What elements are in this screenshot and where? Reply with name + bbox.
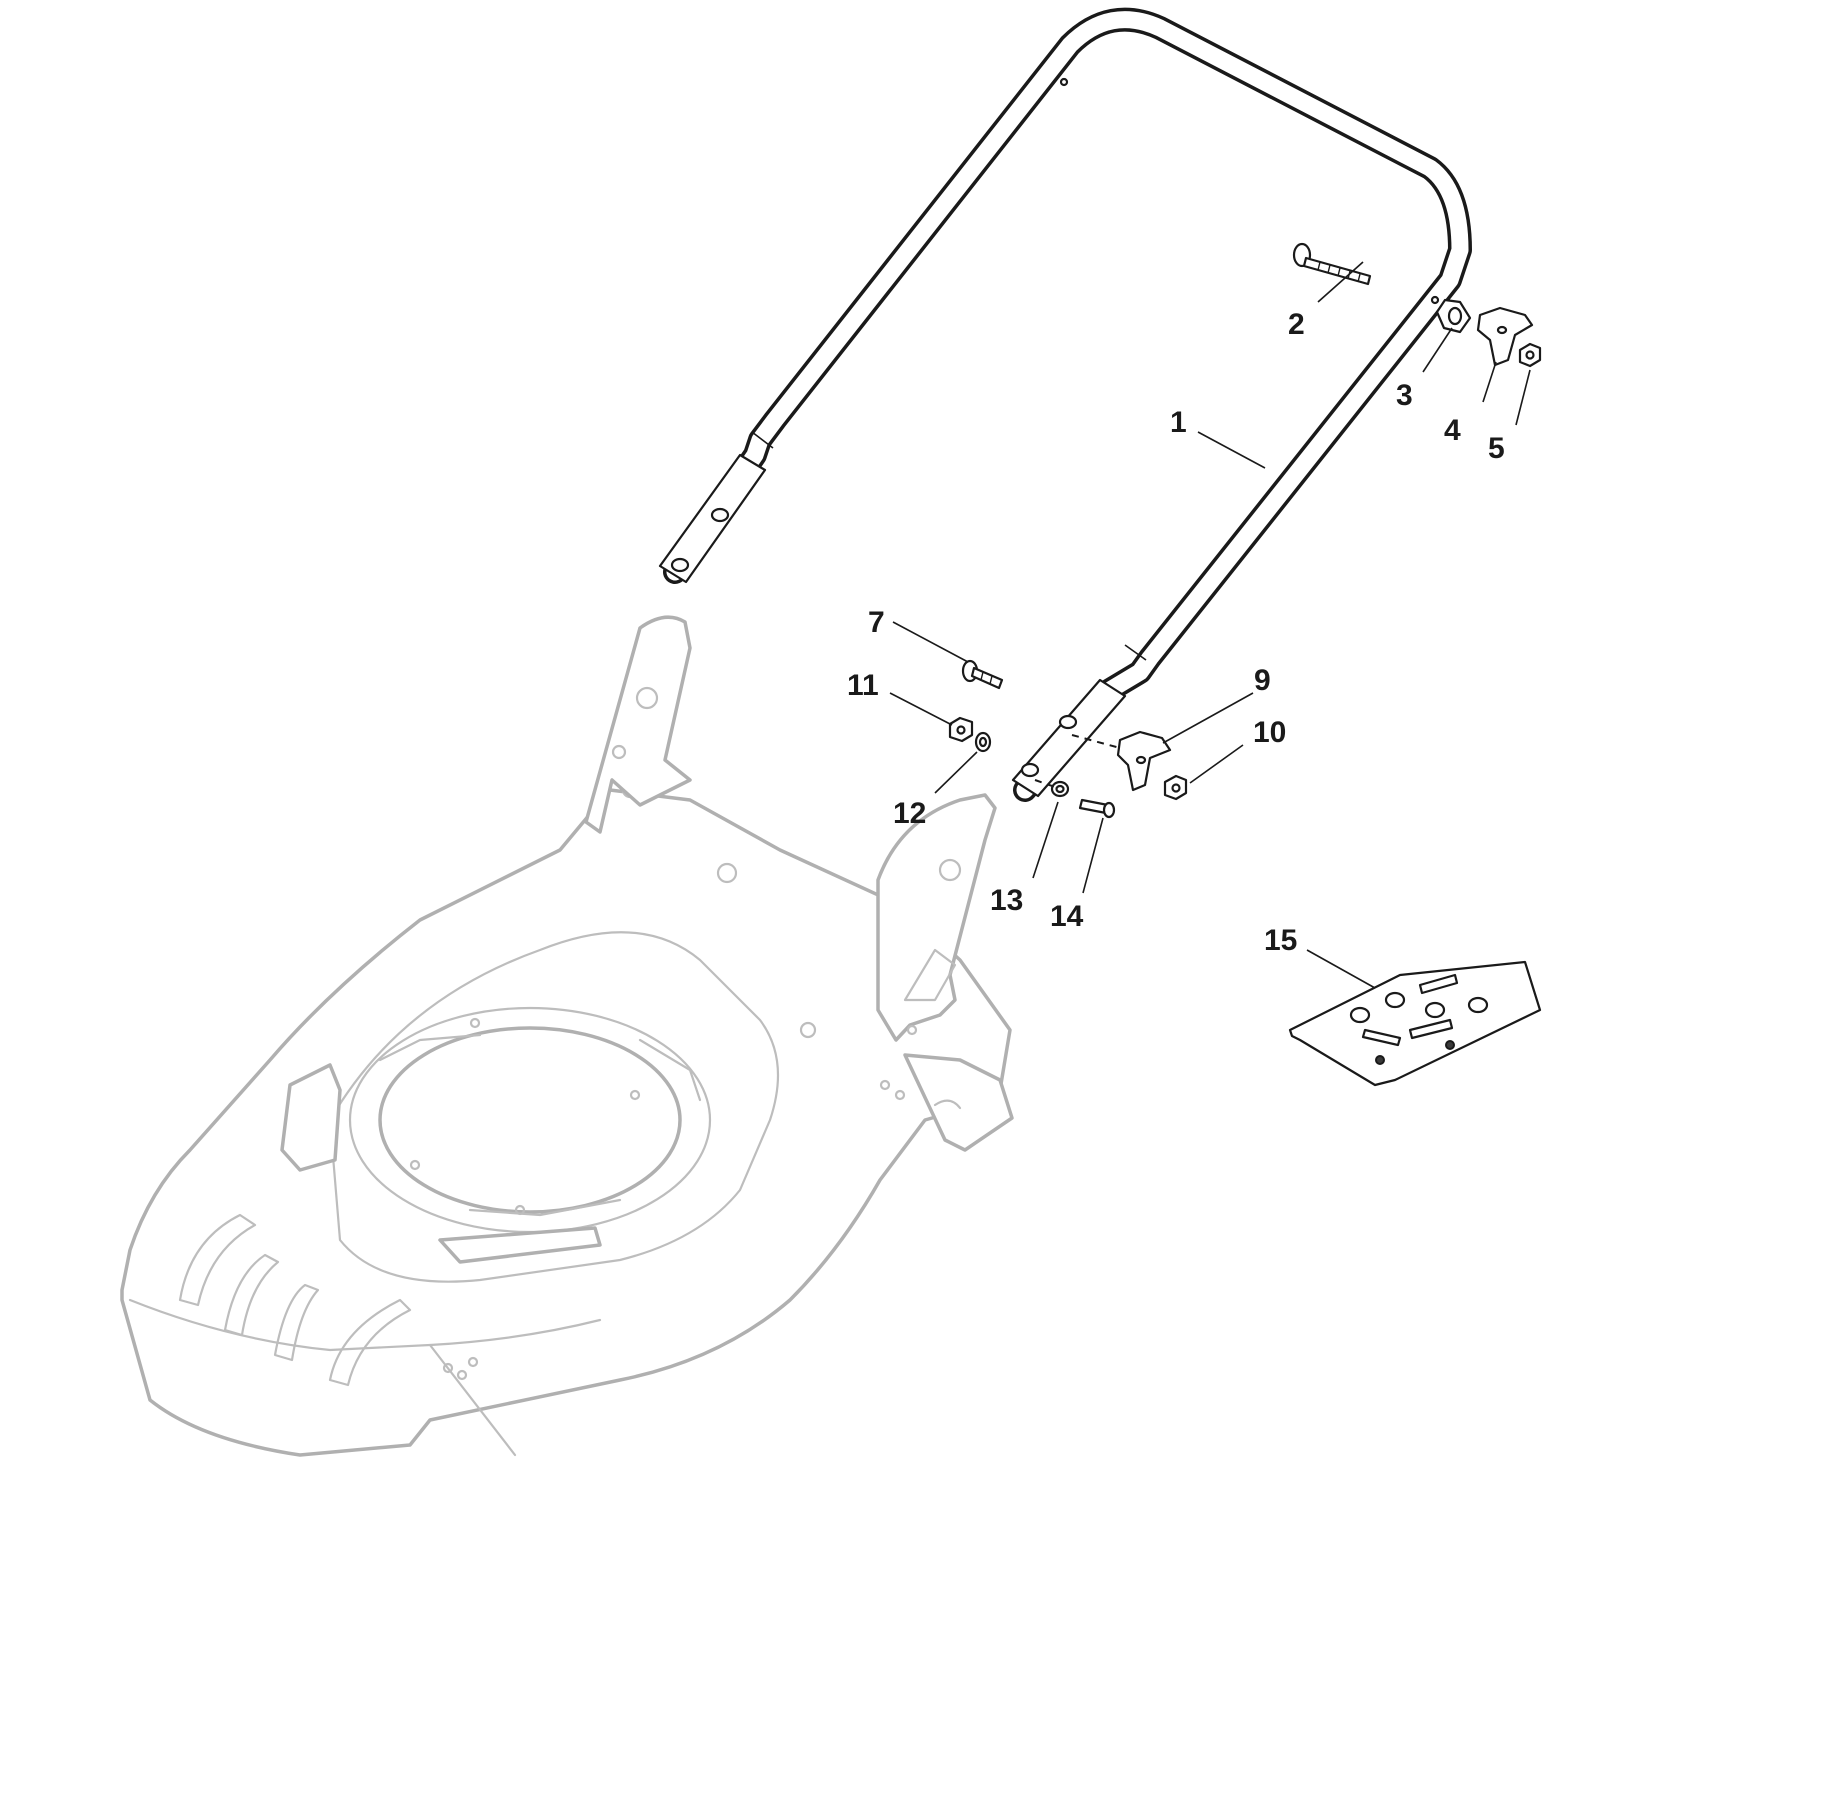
- part-4-star-knob: [1476, 306, 1534, 367]
- part-12-washer: [974, 731, 992, 753]
- callout-5: 5: [1488, 432, 1505, 465]
- callout-3: 3: [1396, 379, 1413, 412]
- part-7-bolt: [961, 659, 1004, 690]
- callout-1: 1: [1170, 406, 1187, 439]
- part-15-hardware-bag: [1288, 960, 1542, 1087]
- callout-4: 4: [1444, 414, 1461, 447]
- callout-13: 13: [990, 884, 1023, 917]
- part-9-star-knob: [1116, 730, 1172, 792]
- part-11-nut: [948, 716, 974, 743]
- callout-2: 2: [1288, 308, 1305, 341]
- part-13-washer: [1050, 780, 1070, 798]
- part-3-cam-washer: [1435, 298, 1472, 334]
- part-10-nut: [1163, 774, 1188, 801]
- callout-12: 12: [893, 797, 926, 830]
- callout-10: 10: [1253, 716, 1286, 749]
- callout-9: 9: [1254, 664, 1271, 697]
- mower-deck-outline: [120, 615, 1014, 1457]
- callout-7: 7: [868, 606, 885, 639]
- callout-14: 14: [1050, 900, 1084, 933]
- part-14-bolt: [1078, 798, 1116, 819]
- handle-tube: [658, 7, 1472, 802]
- part-5-nut: [1518, 342, 1542, 368]
- callout-11: 11: [847, 669, 879, 702]
- callouts: 1 2 3 4 5 7 9 10 11 12 13 14 15: [847, 308, 1505, 957]
- leader-lines: [889, 261, 1531, 989]
- part-2-carriage-bolt: [1292, 242, 1372, 286]
- callout-15: 15: [1264, 924, 1297, 957]
